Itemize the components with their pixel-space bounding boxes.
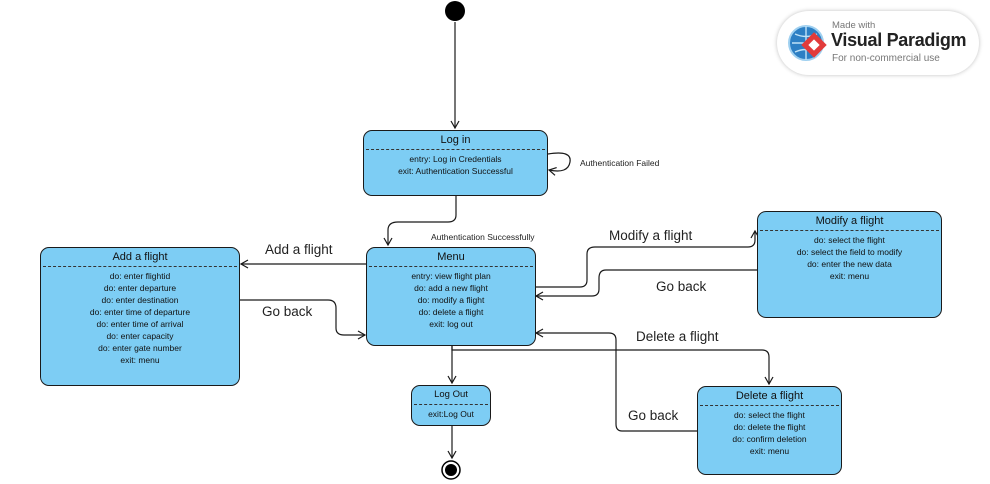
activity: do: enter departure (103, 283, 177, 293)
activity: do: delete a flight (418, 307, 484, 317)
label-authentication-successfully: Authentication Successfully (431, 232, 535, 242)
transition-add-to-menu (240, 299, 367, 340)
activity: exit: menu (829, 271, 870, 281)
state-menu[interactable]: Menu entry: view flight plan do: add a n… (366, 247, 536, 346)
state-title: Modify a flight (815, 215, 884, 227)
activity: exit: menu (120, 355, 160, 365)
initial-state (445, 1, 465, 21)
state-title: Menu (437, 251, 465, 263)
activity: exit: Authentication Successful (398, 166, 513, 176)
badge-brand: Visual Paradigm (831, 30, 967, 50)
transition-modify-to-menu (534, 269, 758, 301)
state-title: Log Out (434, 389, 468, 400)
state-activities: do: select the flight do: delete the fli… (698, 406, 841, 457)
activity: do: enter capacity (106, 331, 174, 341)
final-state-dot (445, 464, 457, 476)
activity: do: enter destination (101, 295, 179, 305)
badge-subtitle: For non-commercial use (832, 53, 940, 64)
label-add-go-back: Go back (262, 304, 313, 319)
state-title: Log in (440, 134, 471, 146)
state-activities: do: select the flight do: select the fie… (758, 231, 941, 282)
label-add-a-flight: Add a flight (265, 242, 333, 257)
label-modify-a-flight: Modify a flight (609, 228, 693, 243)
activity: do: add a new flight (414, 283, 488, 293)
activity: do: delete the flight (733, 422, 806, 432)
label-modify-go-back: Go back (656, 279, 707, 294)
activity: do: enter time of arrival (96, 319, 184, 329)
state-delete-a-flight[interactable]: Delete a flight do: select the flight do… (697, 386, 842, 475)
activity: do: select the field to modify (796, 247, 903, 257)
activity: entry: view flight plan (411, 271, 491, 281)
activity: exit: log out (429, 319, 473, 329)
activity: do: enter gate number (98, 343, 182, 353)
transition-auth-failed-loop (547, 152, 571, 176)
state-divider (366, 149, 545, 150)
state-title: Delete a flight (735, 390, 804, 402)
transition-login-to-menu (383, 196, 457, 247)
state-log-out[interactable]: Log Out exit:Log Out (411, 385, 491, 426)
state-activities: entry: Log in Credentials exit: Authenti… (364, 150, 547, 177)
activity: do: select the flight (814, 235, 885, 245)
state-divider (43, 266, 237, 267)
activity: do: enter the new data (807, 259, 892, 269)
label-delete-go-back: Go back (628, 408, 679, 423)
state-add-a-flight[interactable]: Add a flight do: enter flightid do: ente… (40, 247, 240, 386)
state-modify-a-flight[interactable]: Modify a flight do: select the flight do… (757, 211, 942, 318)
state-activities: entry: view flight plan do: add a new fl… (367, 267, 535, 330)
activity: do: enter flightid (109, 271, 171, 281)
state-title: Add a flight (112, 251, 168, 263)
activity: exit: menu (749, 446, 790, 456)
state-log-in[interactable]: Log in entry: Log in Credentials exit: A… (363, 130, 548, 196)
badge-made-with: Made with (832, 20, 876, 31)
transition-menu-to-delete (451, 344, 774, 386)
state-divider (369, 266, 533, 267)
activity: do: modify a flight (417, 295, 485, 305)
activity: do: confirm deletion (732, 434, 807, 444)
visual-paradigm-logo-icon (788, 25, 827, 61)
label-delete-a-flight: Delete a flight (636, 329, 719, 344)
label-authentication-failed: Authentication Failed (580, 158, 660, 168)
activity: do: select the flight (734, 410, 805, 420)
state-divider (700, 405, 839, 406)
state-divider (414, 404, 488, 405)
state-activities: exit:Log Out (412, 405, 490, 420)
state-divider (760, 230, 939, 231)
state-activities: do: enter flightid do: enter departure d… (41, 267, 239, 366)
visual-paradigm-badge: Made with Visual Paradigm For non-commer… (777, 11, 979, 75)
transition-delete-to-menu (534, 328, 697, 432)
transition-menu-to-modify (536, 229, 760, 288)
activity: entry: Log in Credentials (409, 154, 502, 164)
activity: do: enter time of departure (89, 307, 191, 317)
activity: exit:Log Out (428, 409, 474, 419)
